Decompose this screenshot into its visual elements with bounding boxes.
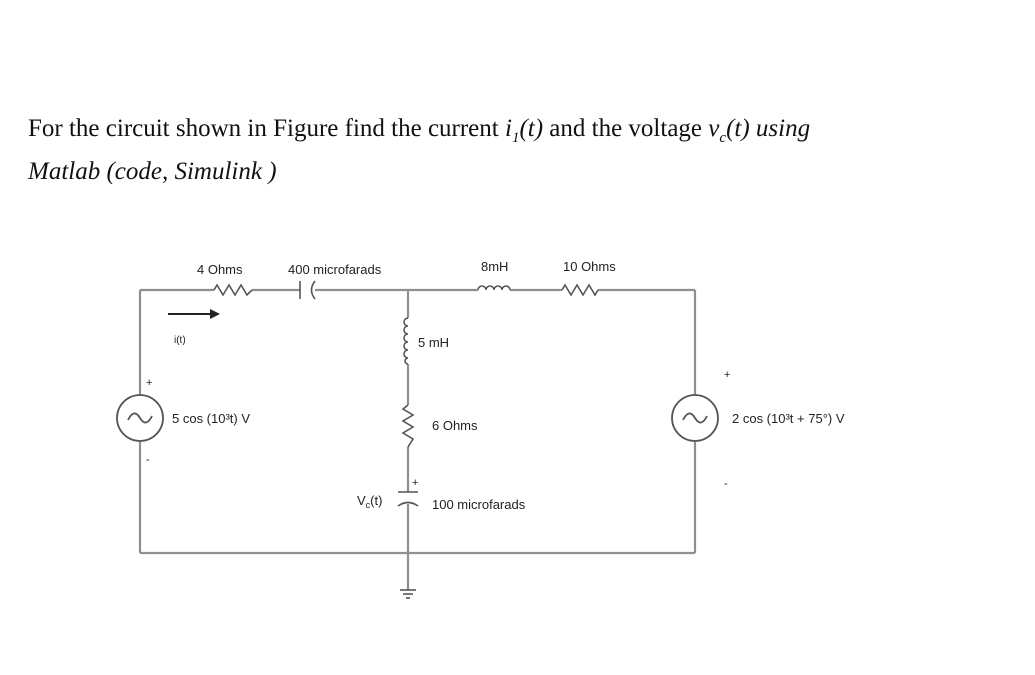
vs2-minus-sign: - xyxy=(724,478,728,490)
r2-label: 10 Ohms xyxy=(563,259,616,274)
inductor-5mh xyxy=(403,317,409,365)
question-line-2: Matlab (code, Simulink ) xyxy=(28,158,277,185)
vs2-label: 2 cos (10³t + 75°) V xyxy=(732,411,845,426)
resistor-10-ohms xyxy=(561,283,599,297)
question-text-part: and the voltage xyxy=(543,115,709,142)
voltage-subscript: c xyxy=(719,130,727,146)
l1-label: 8mH xyxy=(481,259,508,274)
c2-label: 100 microfarads xyxy=(432,497,526,512)
inductor-8mh xyxy=(477,285,511,291)
ground-icon xyxy=(400,589,416,599)
voltage-variable: vc(t) using xyxy=(708,115,811,146)
vs1-label: 5 cos (10³t) V xyxy=(172,411,250,426)
capacitor-100-microfarads xyxy=(397,491,419,507)
voltage-symbol: v xyxy=(708,115,720,142)
resistor-6-ohms xyxy=(401,404,415,448)
voltage-argument: (t) using xyxy=(726,115,811,142)
circuit-wires xyxy=(138,288,697,590)
current-label: i(t) xyxy=(174,335,186,346)
r3-label: 6 Ohms xyxy=(432,418,478,433)
c1-label: 400 microfarads xyxy=(288,262,382,277)
ac-voltage-source-left xyxy=(116,394,164,442)
question-text: For the circuit shown in Figure find the… xyxy=(28,112,1008,189)
capacitor-400-microfarads xyxy=(299,280,316,300)
current-symbol: i xyxy=(504,115,512,142)
current-arrow-icon xyxy=(168,309,220,319)
current-argument: (t) xyxy=(519,115,544,142)
vs1-minus-sign: - xyxy=(146,454,150,466)
vc-label: Vc(t) xyxy=(357,493,382,510)
r1-label: 4 Ohms xyxy=(197,262,243,277)
vs2-plus-sign: + xyxy=(724,369,730,381)
ac-voltage-source-right xyxy=(671,394,719,442)
question-text-part: For the circuit shown in Figure find the… xyxy=(28,115,505,142)
question-line-1: For the circuit shown in Figure find the… xyxy=(28,112,1008,155)
vs1-plus-sign: + xyxy=(146,377,152,389)
c2-plus-sign: + xyxy=(412,477,418,489)
resistor-4-ohms xyxy=(213,283,253,297)
current-variable: i1(t) xyxy=(504,115,544,146)
l2-label: 5 mH xyxy=(418,335,449,350)
current-subscript: 1 xyxy=(511,130,520,146)
